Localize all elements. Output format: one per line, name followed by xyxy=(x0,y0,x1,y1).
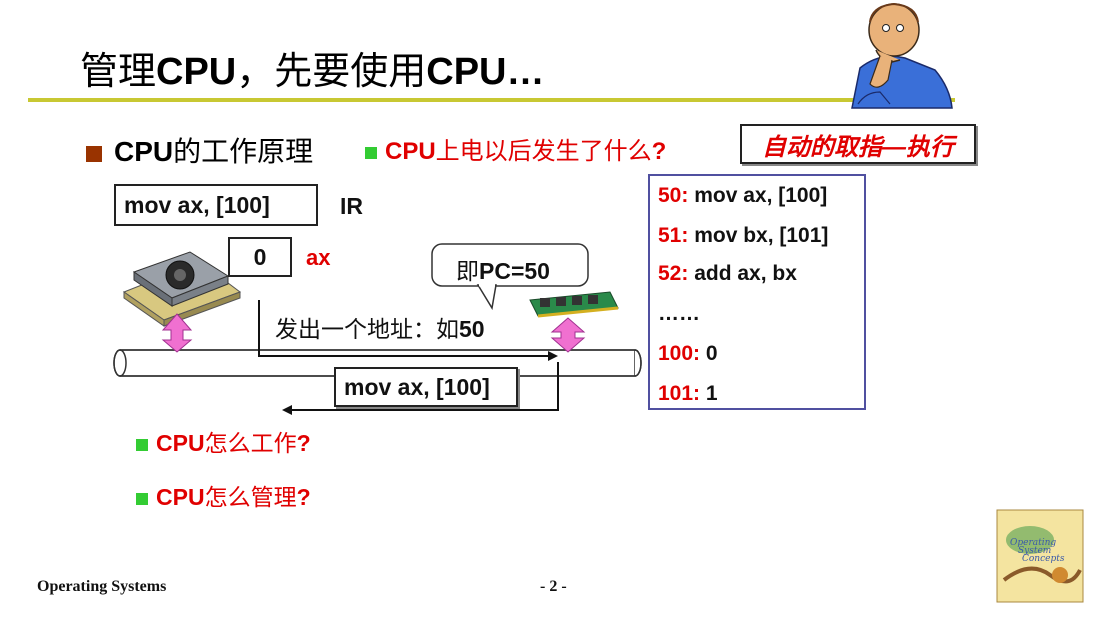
question-prefix: CPU xyxy=(156,484,205,510)
memory-bus-arrow xyxy=(550,317,586,353)
memory-row: 51: mov bx, [101] xyxy=(658,224,828,248)
ax-register-box: 0 xyxy=(228,237,292,277)
pc-callout-bubble xyxy=(431,243,589,311)
memory-address: 101: xyxy=(658,382,701,405)
ir-label: IR xyxy=(340,193,363,219)
main-bullet-text: 的工作原理 xyxy=(173,136,314,167)
green-bullet-icon xyxy=(136,492,148,505)
data-return-arrow xyxy=(282,362,559,415)
os-book-cover-icon: Operating System Concepts xyxy=(996,509,1084,603)
question-text: 怎么工作 xyxy=(204,430,297,456)
bullet-square-icon xyxy=(86,145,102,162)
ax-label: ax xyxy=(306,245,331,270)
memory-content: 1 xyxy=(700,382,718,405)
question-prefix: CPU xyxy=(156,430,205,456)
memory-row: 100: 0 xyxy=(658,342,718,366)
callout-prefix: 即 xyxy=(456,258,479,284)
memory-address: 51: xyxy=(658,224,689,247)
memory-address: 100: xyxy=(658,342,701,365)
memory-row: 52: add ax, bx xyxy=(658,262,797,286)
cpu-chip-icon xyxy=(122,251,242,327)
question-how-work: CPU怎么工作? xyxy=(136,424,311,458)
book-text-2: System xyxy=(1018,546,1051,556)
footer-course-name: Operating Systems xyxy=(37,578,167,595)
address-text: 发出一个地址：如 xyxy=(275,316,459,342)
main-bullet: CPU的工作原理 xyxy=(86,130,313,170)
memory-content: 0 xyxy=(700,342,718,365)
book-text-1: Operating xyxy=(1010,538,1056,548)
address-arrow xyxy=(258,300,558,361)
question-prefix: CPU xyxy=(385,138,436,165)
auto-fetch-execute-box: 自动的取指—执行 xyxy=(740,124,976,164)
memory-address: 50: xyxy=(658,184,689,207)
cpu-bus-arrow xyxy=(161,313,193,353)
green-bullet-icon xyxy=(365,146,377,159)
book-text-3: Concepts xyxy=(1022,554,1065,564)
thinking-man-icon xyxy=(851,2,953,109)
callout-value: PC=50 xyxy=(479,258,550,284)
memory-address: 52: xyxy=(658,262,689,285)
address-description: 发出一个地址：如50 xyxy=(275,310,485,344)
question-text: 怎么管理 xyxy=(204,484,297,510)
page-title: 管理CPU，先要使用CPU… xyxy=(80,40,545,95)
question-suffix: ? xyxy=(651,138,667,165)
memory-row: 101: 1 xyxy=(658,382,718,406)
title-underline xyxy=(28,98,955,102)
pc-callout-text: 即PC=50 xyxy=(456,252,550,286)
main-bullet-prefix: CPU xyxy=(114,136,174,167)
green-bullet-icon xyxy=(136,438,148,451)
memory-content: mov ax, [100] xyxy=(688,184,828,207)
memory-module-icon xyxy=(529,291,619,318)
memory-row: …… xyxy=(658,302,700,326)
memory-content: add ax, bx xyxy=(688,262,797,285)
memory-content: …… xyxy=(658,302,700,325)
question-how-manage: CPU怎么管理? xyxy=(136,478,311,512)
memory-row: 50: mov ax, [100] xyxy=(658,184,827,208)
title-text-2: CPU xyxy=(156,51,237,93)
question-text: 上电以后发生了什么 xyxy=(435,138,652,165)
ir-register-box: mov ax, [100] xyxy=(114,184,318,226)
question-suffix: ? xyxy=(296,484,311,510)
question-power-on: CPU上电以后发生了什么? xyxy=(365,131,666,166)
title-text-3: ，先要使用 xyxy=(236,51,427,93)
title-text-1: 管理 xyxy=(80,51,157,93)
page-number: - 2 - xyxy=(540,578,567,595)
question-suffix: ? xyxy=(296,430,311,456)
bus-data-box: mov ax, [100] xyxy=(334,367,518,407)
title-text-4: CPU… xyxy=(426,51,545,93)
address-value: 50 xyxy=(459,316,485,342)
memory-panel: 50: mov ax, [100] 51: mov bx, [101] 52: … xyxy=(648,174,866,410)
memory-content: mov bx, [101] xyxy=(688,224,829,247)
